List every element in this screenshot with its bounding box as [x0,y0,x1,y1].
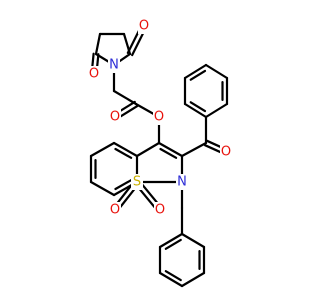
sulfur-sulfonyl-label: S [133,175,141,190]
bond-line [204,63,229,80]
atom-label-mask [154,202,166,218]
bond-line [164,270,182,282]
bond-line [180,141,208,158]
bond-line [135,141,161,158]
oxygen-sulfonyl-left-label: O [110,203,120,218]
bond-line [189,101,207,113]
bond-line [158,232,184,249]
atom-label-mask [220,144,232,160]
atom-label-mask [153,109,165,125]
oxygen-ester-carbonyl-label: O [110,110,120,125]
bond-line [112,141,139,158]
oxygen-succinimide-top-label: O [139,19,149,34]
oxygen-ester-link-label: O [154,110,164,125]
bond-line [157,141,184,158]
atom-label-mask [176,174,188,190]
bond-line [180,232,206,249]
bond-line [180,271,206,288]
oxygen-sulfonyl-right-label: O [155,203,165,218]
atom-label-mask [138,18,150,34]
nitrogen-succinimide-label: N [109,58,119,73]
bond-line [114,147,133,159]
atom-label-mask [109,109,121,125]
bond-line [158,271,184,288]
bond-line [183,63,208,80]
oxygen-succinimide-bottom-label: O [89,67,99,82]
atom-label-mask [109,202,121,218]
bond-line [183,102,208,119]
bond-line [159,147,178,159]
bond-line [94,32,102,56]
bond-line [112,89,138,106]
atom-label-mask [108,57,120,73]
bond-line [164,238,182,250]
bond-line [89,141,116,158]
bond-line [114,179,133,191]
atom-label-mask [88,66,100,82]
bond-line [89,180,116,197]
bond-line [189,69,207,81]
oxygen-benzoyl-ketone-label: O [221,145,231,160]
atom-label-mask [131,174,143,190]
bond-line [204,102,229,119]
nitrogen-thiazine-label: N [177,175,187,190]
